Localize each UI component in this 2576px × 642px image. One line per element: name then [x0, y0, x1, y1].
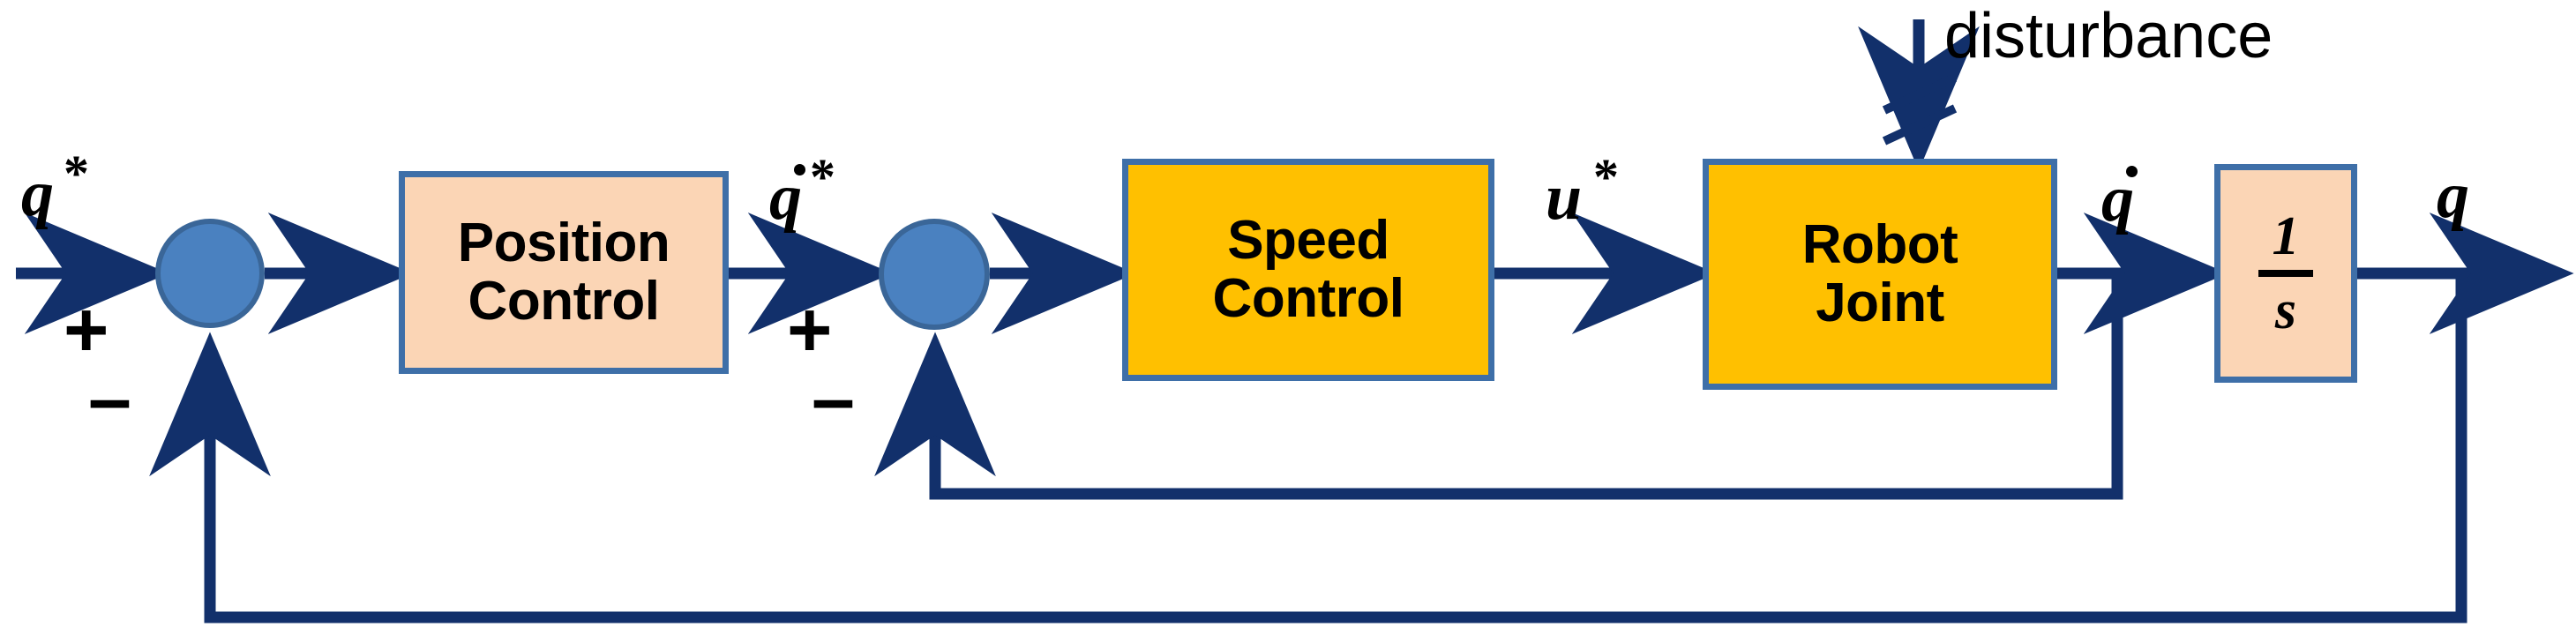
block-robot-joint[interactable]: Robot Joint [1703, 159, 2057, 390]
label-reference-speed-star: * [810, 148, 835, 205]
wire-inner-speed-feedback [874, 273, 2123, 500]
integrator-fraction-bar [2258, 270, 2313, 277]
block-integrator[interactable]: 1 s [2214, 164, 2357, 383]
block-speed-control-label: Speed Control [1212, 210, 1404, 329]
label-control-effort: u [1546, 161, 1583, 234]
label-reference-position: q [21, 158, 54, 230]
block-position-control-label: Position Control [457, 213, 670, 332]
label-reference-speed-dot [794, 164, 805, 175]
label-joint-position: q [2437, 160, 2469, 232]
wire-outer-position-feedback [149, 273, 2467, 623]
sum-junction-position[interactable] [155, 219, 265, 328]
block-robot-joint-label: Robot Joint [1801, 214, 1958, 333]
block-speed-control[interactable]: Speed Control [1122, 159, 1494, 381]
sign-minus-position-loop: – [88, 355, 131, 442]
sign-plus-position-loop: + [64, 286, 109, 373]
integrator-denominator: s [2274, 280, 2297, 340]
sum-junction-speed[interactable] [879, 219, 990, 330]
label-joint-speed-dot [2126, 166, 2138, 177]
integrator-numerator: 1 [2272, 206, 2300, 266]
label-reference-position-star: * [64, 145, 89, 202]
disturbance-bus-slashes [1882, 73, 1958, 146]
sign-plus-speed-loop: + [787, 286, 833, 373]
sign-minus-speed-loop: – [812, 355, 855, 442]
label-disturbance: disturbance [1944, 1, 2273, 71]
label-control-effort-star: * [1593, 148, 1619, 205]
block-position-control[interactable]: Position Control [399, 171, 729, 374]
